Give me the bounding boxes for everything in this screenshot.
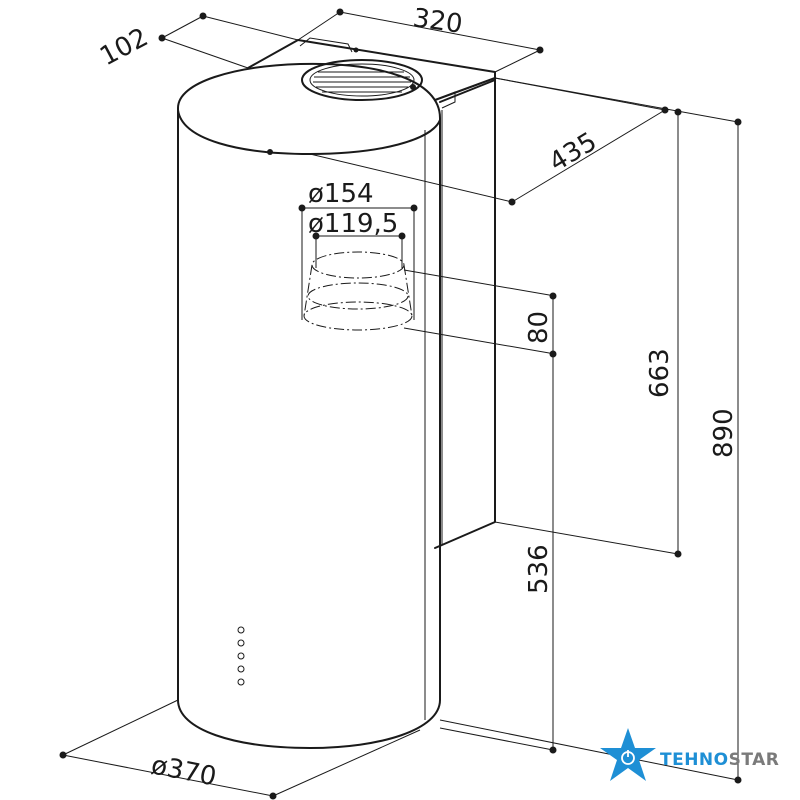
top-plate	[247, 39, 496, 103]
dim-chimney-height: 663	[645, 348, 675, 398]
control-button-4	[237, 665, 245, 673]
side-bracket	[439, 91, 456, 109]
logo-text-part1: TEHNO	[660, 750, 729, 770]
dim-top-width: 320	[411, 3, 464, 40]
cylinder-outline	[177, 62, 441, 749]
dim-depth-offset: 102	[95, 22, 153, 72]
top-screw-back	[353, 47, 359, 53]
dim-inner-duct-diameter: ø119,5	[308, 209, 398, 239]
logo-text-part2: STAR	[729, 750, 780, 770]
top-screw-right	[410, 84, 416, 90]
control-buttons	[237, 626, 245, 686]
cylinder-top-front	[177, 109, 441, 155]
dimension-lines	[59, 8, 742, 800]
star-power-icon	[600, 728, 656, 781]
hood-body	[177, 37, 556, 749]
dim-lower-height: 536	[524, 544, 554, 594]
dim-body-diameter: ø370	[149, 750, 219, 792]
control-button-3	[237, 652, 245, 660]
logo-wordmark: TEHNOSTAR	[660, 750, 779, 770]
dim-total-height: 890	[709, 408, 739, 458]
control-button-2	[237, 639, 245, 647]
dim-outer-duct-diameter: ø154	[308, 179, 374, 209]
top-bracket	[299, 37, 353, 53]
exhaust-grille	[301, 59, 423, 101]
duct-hidden	[303, 251, 556, 355]
wall-chimney	[434, 77, 496, 549]
tehnostar-logo: TEHNOSTAR	[600, 728, 779, 781]
dim-duct-height: 80	[524, 311, 554, 344]
top-screw-left	[267, 149, 273, 155]
control-button-5	[237, 678, 245, 686]
dim-depth: 435	[544, 127, 602, 178]
control-button-1	[237, 626, 245, 634]
